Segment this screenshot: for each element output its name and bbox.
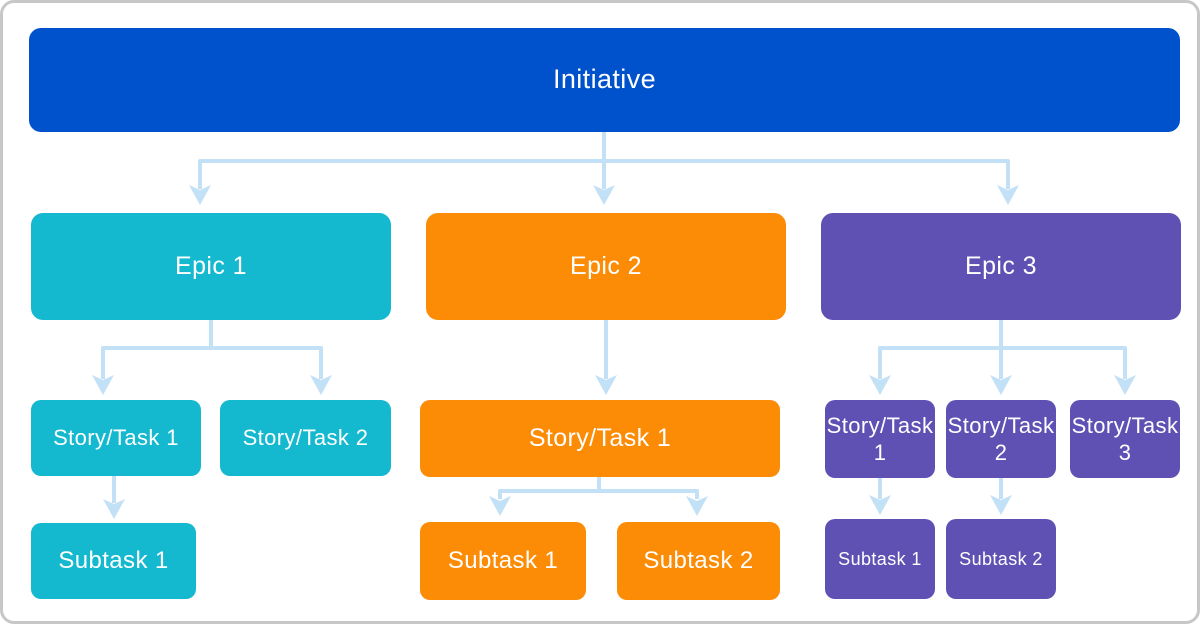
node-epic-3: Epic 3 [821,213,1181,320]
connector-initiative-to-epics [189,132,1019,205]
connector-epic2-to-story [595,320,617,395]
connector-line [198,159,1010,189]
arrowhead-icon [869,495,891,515]
node-epic1-subtask-1: Subtask 1 [31,523,196,599]
connector-epic3-story1-to-subtask1 [869,478,891,515]
connector-epic2-story1-to-subtasks [489,477,708,516]
node-epic3-story-task-3: Story/Task 3 [1070,400,1180,478]
node-epic1-story-task-2: Story/Task 2 [220,400,391,476]
connector-epic3-story2-to-subtask2 [990,478,1012,515]
arrowhead-icon [990,375,1012,395]
node-epic2-story-task-1: Story/Task 1 [420,400,780,477]
arrowhead-icon [997,185,1019,205]
arrowhead-icon [686,496,708,516]
arrowhead-icon [103,499,125,519]
node-epic3-subtask-2: Subtask 2 [946,519,1056,599]
connector-epic3-to-stories [869,320,1136,395]
arrowhead-icon [1114,375,1136,395]
connector-line [878,346,1127,379]
node-epic3-subtask-1: Subtask 1 [825,519,935,599]
node-epic2-subtask-1: Subtask 1 [420,522,586,600]
node-initiative: Initiative [29,28,1180,132]
arrowhead-icon [595,375,617,395]
arrowhead-icon [489,496,511,516]
arrowhead-icon [990,495,1012,515]
arrowhead-icon [92,375,114,395]
node-epic3-story-task-1: Story/Task 1 [825,400,935,478]
node-epic-2: Epic 2 [426,213,786,320]
node-epic2-subtask-2: Subtask 2 [617,522,780,600]
arrowhead-icon [593,185,615,205]
node-epic1-story-task-1: Story/Task 1 [31,400,201,476]
node-epic3-story-task-2: Story/Task 2 [946,400,1056,478]
connector-epic1-story1-to-subtask1 [103,476,125,519]
arrowhead-icon [189,185,211,205]
arrowhead-icon [869,375,891,395]
node-epic-1: Epic 1 [31,213,391,320]
connector-epic1-to-stories [92,320,332,395]
connector-line [498,489,699,499]
connector-line [101,346,323,379]
arrowhead-icon [310,375,332,395]
